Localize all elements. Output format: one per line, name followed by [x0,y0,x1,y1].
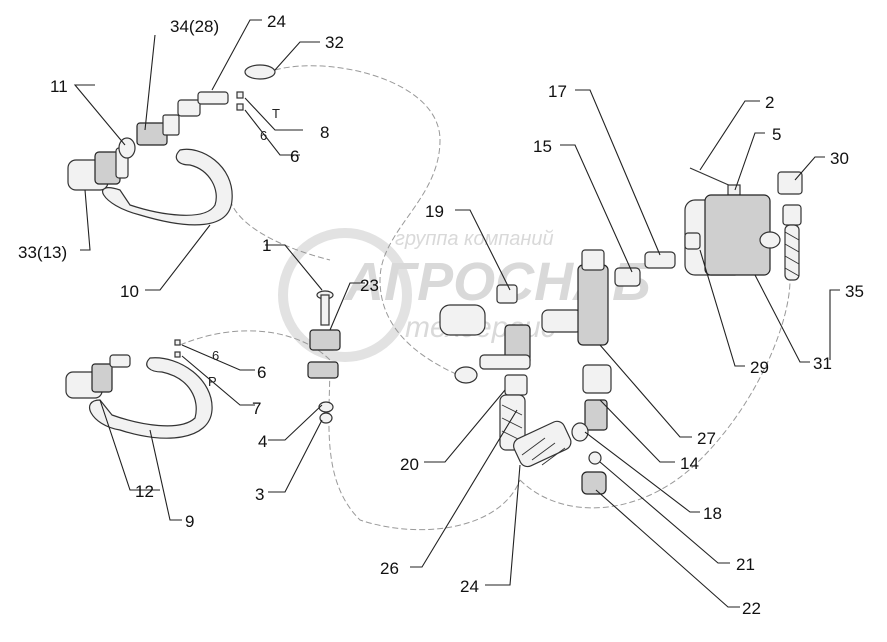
callout-18: 18 [703,504,722,523]
cap-strap-top [101,148,233,226]
callout-11: 11 [50,77,68,96]
callout-34-28: 34(28) [170,17,219,36]
callout-33-13: 33(13) [18,243,67,262]
o-ring-top [244,64,276,80]
callout-20: 20 [400,455,419,474]
label-six-upper: 6 [260,128,267,143]
callout-8: 8 [320,123,329,142]
valve-assembly [541,249,676,346]
lower-fittings [571,364,612,495]
callout-21-keyed: 21 [736,555,755,574]
center-tee-assembly [439,284,572,468]
label-t: T [272,106,280,121]
tag-6-upper [236,103,244,111]
watermark-line1: группа компаний [395,228,554,250]
callout-30: 30 [830,149,849,168]
callout-labels-keyed: 9 21 31 8 [185,354,832,574]
hose-routes [179,65,791,531]
callout-10: 10 [120,282,139,301]
callout-27: 27 [697,429,716,448]
label-six-lower: 6 [212,348,219,363]
hose-fitting-top [177,91,229,117]
callout-35: 35 [845,282,864,301]
bolt-clamp-assembly [307,290,341,424]
callout-2: 2 [765,93,774,112]
callout-9-keyed: 9 [185,512,194,531]
callout-17: 17 [548,82,567,101]
leader-lines [73,19,840,608]
callout-4: 4 [258,432,267,451]
callout-29: 29 [750,358,769,377]
pump-block [684,167,803,281]
callout-6-upper: 6 [290,147,299,166]
callout-32: 32 [325,33,344,52]
callout-26: 26 [380,559,399,578]
quick-coupler-bottom [65,354,131,399]
callout-19: 19 [425,202,444,221]
tag-6-lower [174,339,181,346]
callout-15: 15 [533,137,552,156]
callout-24-top: 24 [267,12,286,31]
callout-23: 23 [360,276,379,295]
tag-t [236,91,244,99]
callout-14: 14 [680,454,699,473]
callout-22: 22 [742,599,761,618]
callout-labels: 11 34(28) 24 32 8 6 33(13) 10 1 23 6 7 4… [18,12,864,618]
callout-5: 5 [772,125,781,144]
callout-24-bottom: 24 [460,577,479,596]
tag-p [174,351,181,358]
callout-7: 7 [252,399,261,418]
callout-3: 3 [255,485,264,504]
callout-1: 1 [262,236,271,255]
cap-strap-bottom [89,357,213,439]
callout-31-keyed: 31 [813,354,832,373]
quick-coupler-top [67,147,129,191]
callout-12: 12 [135,482,154,501]
callout-6-lower: 6 [257,363,266,382]
adapter-top [136,114,180,146]
